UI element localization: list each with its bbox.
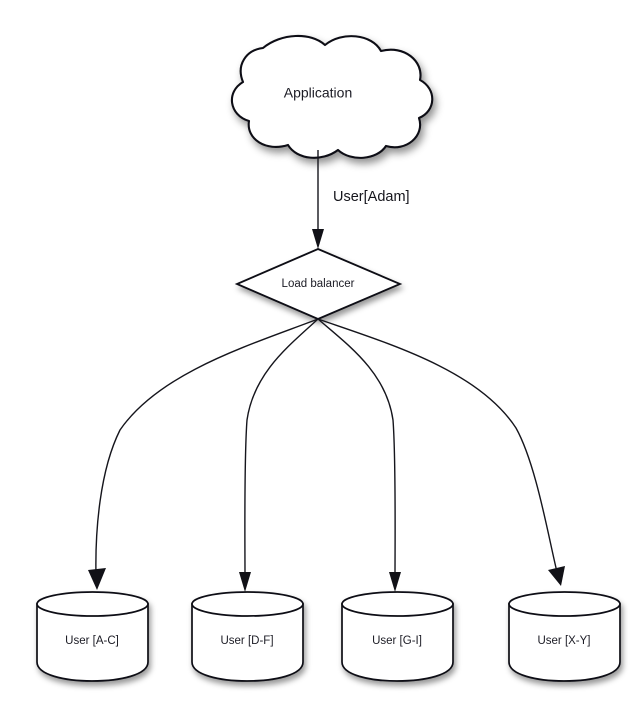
- lb-to-db-d-f-curve: [244, 318, 319, 579]
- edge-app-to-load-balancer: User[Adam]: [312, 150, 410, 249]
- database-label-x-y: User [X-Y]: [537, 635, 590, 647]
- lb-to-db-g-i-arrowhead: [389, 572, 401, 592]
- database-node-g-i[interactable]: User [G-I]: [341, 591, 454, 682]
- cylinder-top-a-c: [36, 591, 149, 617]
- load-balancer-node[interactable]: Load balancer: [234, 248, 403, 320]
- cloud-shape: [231, 34, 434, 159]
- lb-to-db-a-c-arrowhead: [88, 568, 106, 590]
- edge-lb-to-db-g-i: [317, 318, 401, 592]
- lb-to-db-g-i-curve: [317, 318, 396, 579]
- edge-lb-to-db-x-y: [317, 318, 565, 586]
- edges-load-balancer-to-databases: [88, 318, 565, 592]
- lb-to-db-x-y-arrowhead: [548, 566, 565, 586]
- cylinder-top-x-y: [508, 591, 621, 617]
- lb-to-db-x-y-curve: [317, 318, 558, 573]
- lb-to-db-a-c-curve: [95, 318, 319, 577]
- database-label-a-c: User [A-C]: [65, 635, 119, 647]
- edge-lb-to-db-d-f: [239, 318, 319, 592]
- application-cloud-node[interactable]: Application: [231, 34, 434, 159]
- application-cloud-label: Application: [284, 85, 353, 101]
- edge-lb-to-db-a-c: [88, 318, 319, 590]
- app-to-lb-arrowhead: [312, 229, 324, 249]
- load-balancer-label: Load balancer: [282, 278, 355, 290]
- database-label-g-i: User [G-I]: [372, 635, 422, 647]
- edge-label-user-adam: User[Adam]: [333, 189, 410, 205]
- cylinder-body-d-f: [191, 603, 304, 682]
- database-node-a-c[interactable]: User [A-C]: [36, 591, 149, 682]
- cylinder-top-g-i: [341, 591, 454, 617]
- cylinder-body-g-i: [341, 603, 454, 682]
- database-label-d-f: User [D-F]: [220, 635, 273, 647]
- cylinder-body-x-y: [508, 603, 621, 682]
- database-node-x-y[interactable]: User [X-Y]: [508, 591, 621, 682]
- cylinder-top-d-f: [191, 591, 304, 617]
- database-node-d-f[interactable]: User [D-F]: [191, 591, 304, 682]
- lb-to-db-d-f-arrowhead: [239, 572, 251, 592]
- cylinder-body-a-c: [36, 603, 149, 682]
